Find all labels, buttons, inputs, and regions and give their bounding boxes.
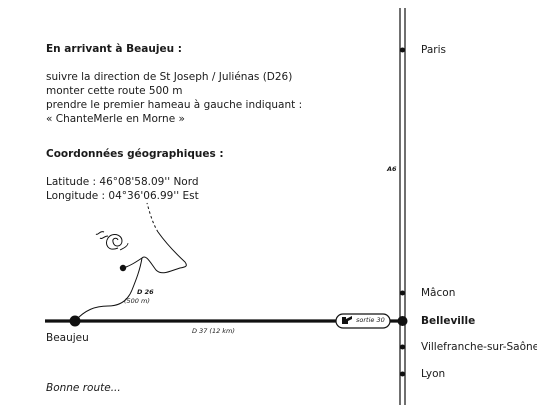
longitude-text: Longitude : 04°36'06.99'' Est [46, 190, 199, 202]
paris-marker [400, 47, 405, 53]
hamlet-spur [122, 257, 143, 269]
road-d37-label: D 37 (12 km) [192, 327, 235, 335]
direction-line-4: « ChanteMerle en Morne » [46, 113, 185, 125]
coordinates-heading: Coordonnées géographiques : [46, 148, 224, 160]
exit-sign-icon [342, 316, 352, 324]
city-villefranche: Villefranche-sur-Saône [421, 341, 537, 353]
road-d26-continuation [146, 202, 159, 233]
belleville-marker [397, 316, 408, 326]
road-d26-label: D 26 [137, 288, 154, 296]
direction-line-3: prendre le premier hameau à gauche indiq… [46, 99, 303, 111]
city-macon: Mâcon [421, 287, 456, 299]
directions-heading: En arrivant à Beaujeu : [46, 43, 182, 55]
sign-off-text: Bonne route... [46, 382, 121, 394]
exit-badge-label: sortie 30 [356, 316, 385, 324]
city-lyon: Lyon [421, 368, 446, 380]
road-d26 [74, 231, 187, 322]
macon-marker [400, 290, 405, 296]
highway-a6-label: A6 [387, 165, 397, 173]
direction-line-1: suivre la direction de St Joseph / Julié… [46, 71, 293, 83]
exit-30-badge [335, 313, 391, 329]
road-d26-distance: (500 m) [124, 297, 150, 305]
destination-marker [119, 264, 127, 272]
city-paris: Paris [421, 44, 446, 56]
snail-icon [95, 231, 129, 251]
direction-line-2: monter cette route 500 m [46, 85, 183, 97]
town-beaujeu: Beaujeu [46, 332, 89, 344]
lyon-marker [400, 371, 405, 377]
latitude-text: Latitude : 46°08'58.09'' Nord [46, 176, 199, 188]
villefranche-marker [400, 344, 405, 350]
city-belleville: Belleville [421, 315, 476, 327]
